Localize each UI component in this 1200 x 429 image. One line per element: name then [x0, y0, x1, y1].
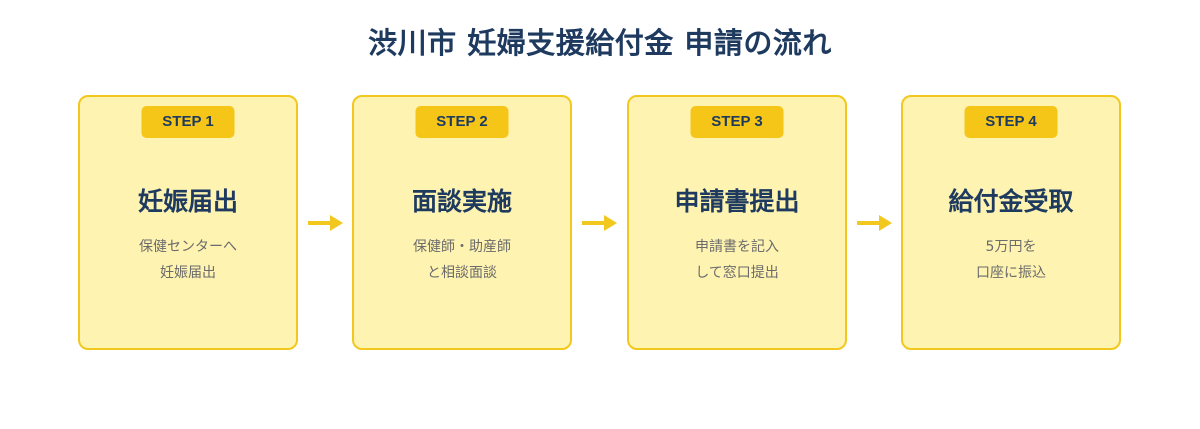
step-title: 給付金受取 [948, 187, 1074, 216]
step-description: 保健師・助産師 と相談面談 [354, 234, 570, 286]
step-title: 面談実施 [411, 187, 512, 216]
arrow-right-icon [308, 215, 343, 231]
step-description-line: と相談面談 [427, 265, 497, 281]
arrow-right-icon [582, 215, 617, 231]
step-title: 申請書提出 [674, 187, 800, 216]
step-description-line: 妊娠届出 [160, 265, 216, 281]
step-description: 保健センターへ 妊娠届出 [80, 234, 296, 286]
step-description-line: 保健師・助産師 [413, 239, 511, 255]
step-description-line: 保健センターへ [139, 239, 237, 255]
step-badge: STEP 1 [141, 106, 235, 138]
step-description-line: 口座に振込 [976, 265, 1046, 281]
page-title: 渋川市 妊婦支援給付金 申請の流れ [368, 26, 832, 60]
step-description-line: 申請書を記入 [695, 239, 779, 255]
step-description: 申請書を記入 して窓口提出 [629, 234, 845, 286]
step-card-1: STEP 1 妊娠届出 保健センターへ 妊娠届出 [78, 95, 298, 350]
step-description-line: して窓口提出 [695, 265, 779, 281]
step-description-line: 5万円を [985, 239, 1037, 255]
step-card-3: STEP 3 申請書提出 申請書を記入 して窓口提出 [627, 95, 847, 350]
step-description: 5万円を 口座に振込 [903, 234, 1119, 286]
arrow-right-icon [857, 215, 892, 231]
step-card-4: STEP 4 給付金受取 5万円を 口座に振込 [901, 95, 1121, 350]
step-card-2: STEP 2 面談実施 保健師・助産師 と相談面談 [352, 95, 572, 350]
step-badge: STEP 4 [964, 106, 1058, 138]
step-title: 妊娠届出 [137, 187, 238, 216]
step-badge: STEP 2 [415, 106, 509, 138]
step-badge: STEP 3 [690, 106, 784, 138]
